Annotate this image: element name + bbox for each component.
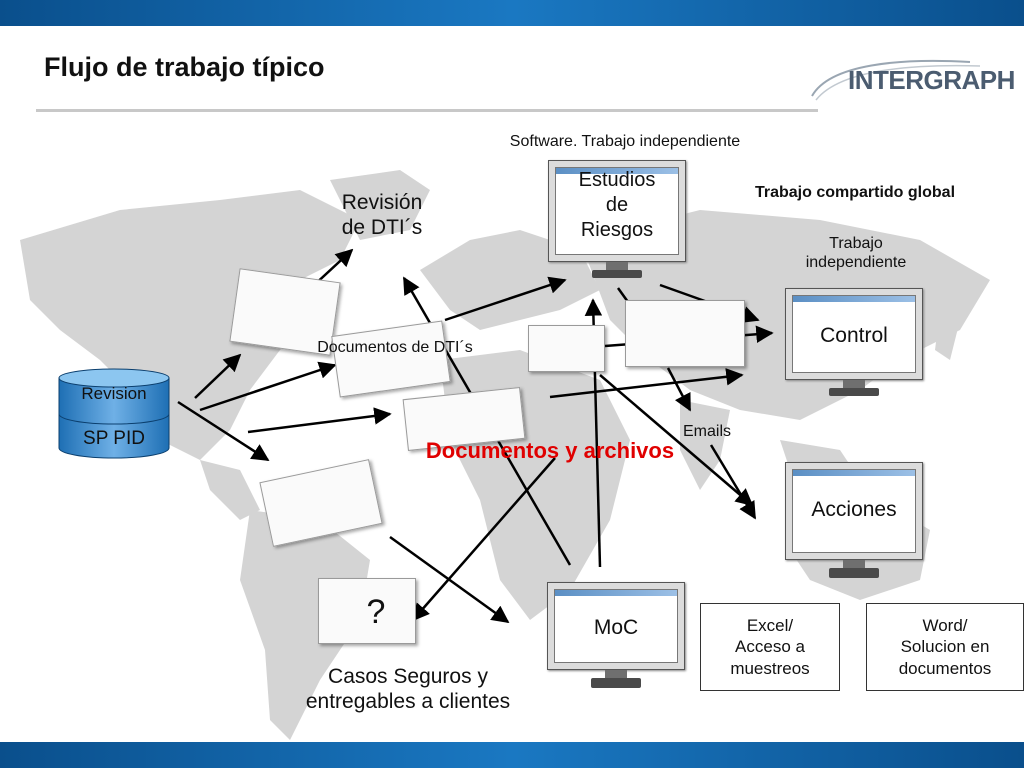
arrow-doc-to-control bbox=[549, 368, 744, 399]
document-thumbnail-email-1 bbox=[528, 325, 605, 372]
connector-estudios-doc bbox=[616, 287, 630, 303]
monitor-label-estudios: Estudios de Riesgos bbox=[578, 169, 656, 241]
arrow-to-acciones-2 bbox=[709, 444, 757, 520]
bottom-band bbox=[0, 742, 1024, 768]
monitor-label-moc: MoC bbox=[593, 616, 639, 639]
document-thumbnail-email-2 bbox=[625, 300, 745, 367]
arrow-email-to-emails bbox=[666, 367, 692, 412]
intergraph-logo: INTERGRAPH bbox=[810, 56, 1015, 104]
monitor-estudios-riesgos: Estudios de Riesgos bbox=[548, 160, 686, 280]
database-icon bbox=[58, 368, 170, 459]
excel-box-label: Excel/ Acceso a muestreos bbox=[730, 616, 810, 678]
arrow-doc-to-estudios bbox=[444, 276, 567, 322]
database-label-sp-pid: SP PID bbox=[83, 428, 145, 449]
title-divider bbox=[36, 109, 818, 112]
logo-text: INTERGRAPH bbox=[848, 65, 1015, 95]
label-casos-seguros: Casos Seguros y entregables a clientes bbox=[305, 665, 511, 714]
excel-box: Excel/ Acceso a muestreos bbox=[700, 603, 840, 691]
label-documentos-dti: Documentos de DTI´s bbox=[317, 339, 473, 356]
database-label-revision: Revision bbox=[81, 384, 147, 403]
arrow-to-acciones-1 bbox=[599, 374, 754, 507]
monitor-moc: MoC bbox=[547, 582, 685, 690]
slide-title: Flujo de trabajo típico bbox=[44, 52, 325, 82]
arrow-db-to-doc4 bbox=[177, 400, 270, 462]
logo-swoosh-icon bbox=[811, 59, 981, 101]
label-software-independiente: Software. Trabajo independiente bbox=[509, 133, 741, 150]
arrow-db-to-doc1 bbox=[194, 353, 242, 399]
arrow-db-to-doc2 bbox=[199, 361, 337, 412]
top-band bbox=[0, 0, 1024, 26]
document-thumbnail-casos bbox=[318, 578, 416, 644]
arrow-to-casos bbox=[411, 457, 556, 622]
monitor-control: Control bbox=[785, 288, 923, 398]
word-box-label: Word/ Solucion en documentos bbox=[898, 616, 992, 678]
arrow-doc4-to-moc bbox=[389, 535, 510, 624]
sp-pid-database: Revision SP PID bbox=[58, 368, 170, 460]
label-emails: Emails bbox=[682, 423, 731, 440]
question-mark: ? bbox=[366, 593, 386, 631]
monitor-label-control: Control bbox=[820, 324, 888, 347]
label-revision-dti: Revisión de DTI´s bbox=[341, 191, 423, 240]
word-box: Word/ Solucion en documentos bbox=[866, 603, 1024, 691]
arrow-db-to-doc3 bbox=[247, 407, 392, 434]
monitor-acciones: Acciones bbox=[785, 462, 923, 580]
monitor-label-acciones: Acciones bbox=[811, 498, 897, 521]
label-trabajo-independiente: Trabajo independiente bbox=[805, 235, 907, 272]
label-documentos-archivos: Documentos y archivos bbox=[425, 438, 675, 463]
label-trabajo-compartido: Trabajo compartido global bbox=[754, 184, 956, 201]
